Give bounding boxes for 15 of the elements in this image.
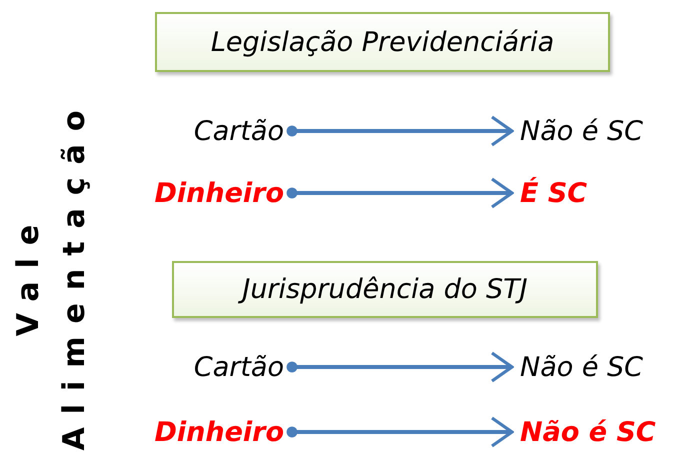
- arrow: [286, 416, 514, 448]
- node-text: Dinheiro: [120, 172, 292, 214]
- node-text: Não é SC: [512, 346, 682, 388]
- node-text: Dinheiro: [120, 412, 292, 452]
- node-text: Cartão: [150, 346, 292, 388]
- arrow: [286, 115, 514, 147]
- node-text: Não é SC: [512, 110, 682, 152]
- arrow: [286, 177, 514, 209]
- node-text: É SC: [512, 172, 662, 214]
- vertical-title: Vale Alimentação: [10, 96, 93, 452]
- node-text: Cartão: [150, 110, 292, 152]
- node-text: Não é SC: [512, 412, 682, 452]
- heading-box: Legislação Previdenciária: [155, 12, 610, 72]
- heading-box: Jurisprudência do STJ: [172, 261, 598, 318]
- arrow: [286, 351, 514, 383]
